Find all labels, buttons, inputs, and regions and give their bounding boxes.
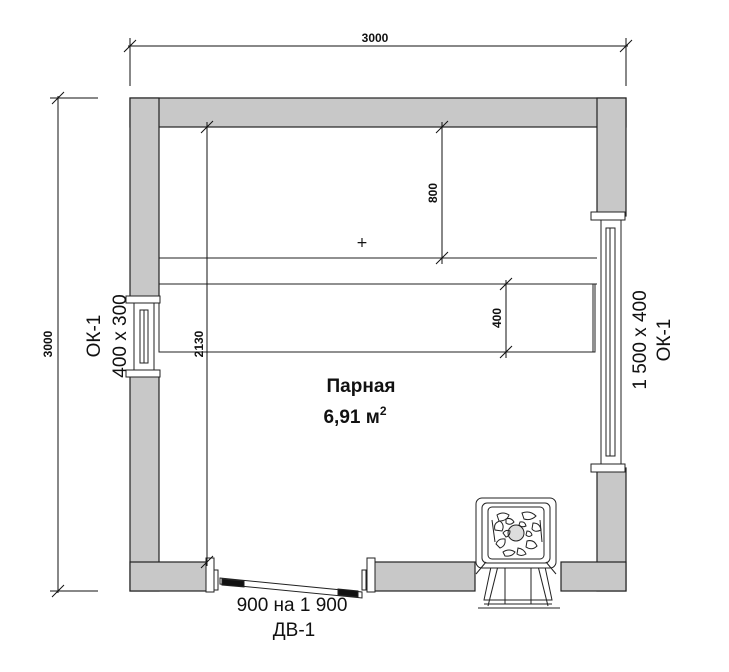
door	[205, 557, 376, 599]
shelves	[158, 257, 597, 353]
center-mark: +	[356, 235, 368, 251]
dim-shelf-upper: 800	[426, 183, 440, 203]
room-name: Парная	[327, 376, 396, 397]
door-size: 900 на 1 900	[237, 595, 348, 616]
left-window-size: 400 х 300	[110, 294, 131, 377]
door-mark: ДВ-1	[273, 620, 315, 641]
left-window-mark: ОК-1	[84, 315, 105, 358]
dim-top-width: 3000	[362, 31, 389, 45]
dim-inner-height: 2130	[192, 330, 206, 357]
room-area: 6,91 м2	[323, 404, 386, 428]
right-window-mark: ОК-1	[654, 319, 675, 362]
dim-shelf-lower: 400	[490, 308, 504, 328]
dimension-lines	[50, 38, 633, 598]
right-window-size: 1 500 х 400	[630, 290, 651, 389]
stove-icon	[475, 497, 560, 609]
left-window	[125, 295, 161, 378]
dim-left-height: 3000	[41, 330, 55, 357]
right-window	[590, 211, 626, 473]
